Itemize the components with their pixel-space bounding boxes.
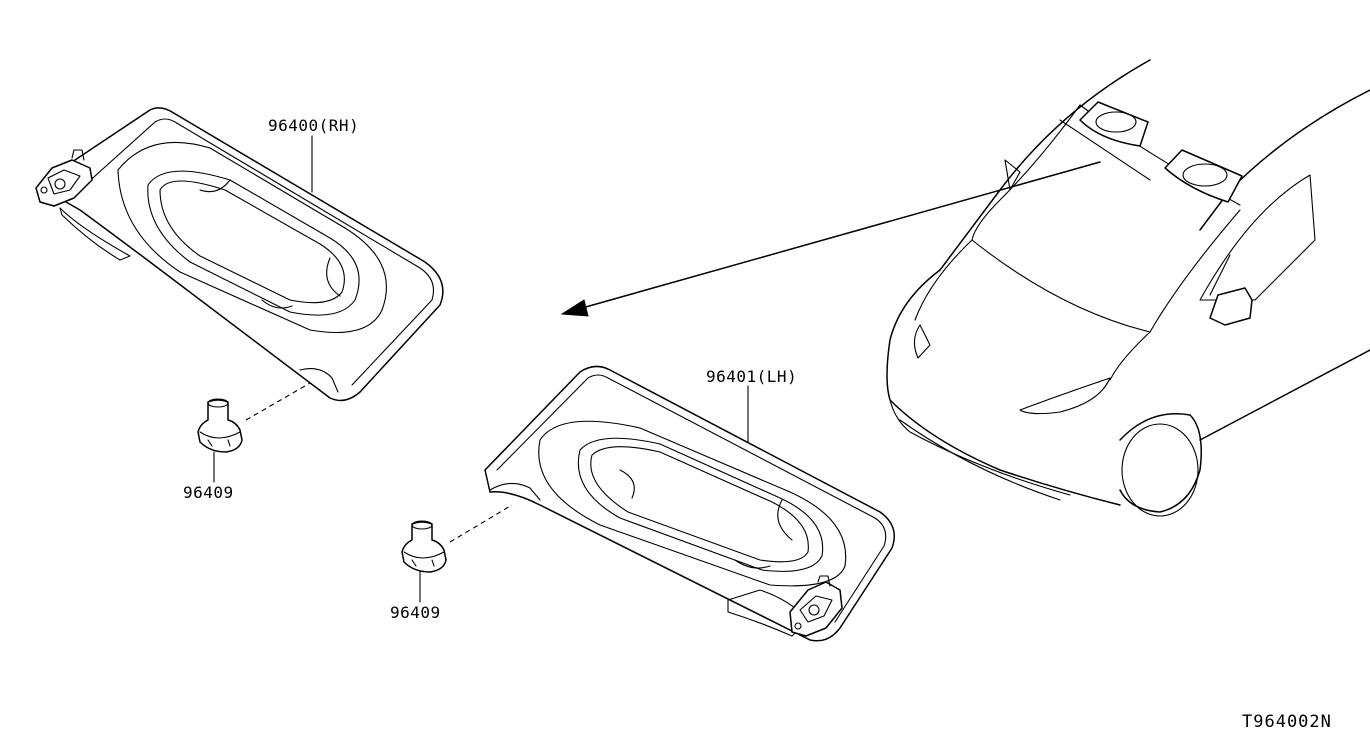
clip-96409-lower: [401, 504, 513, 603]
sun-visor-lh: [484, 365, 895, 642]
sun-visor-rh: [35, 107, 444, 402]
label-visor-rh: 96400(RH): [268, 116, 360, 135]
location-arrow: [560, 161, 1101, 317]
label-visor-lh: 96401(LH): [706, 367, 798, 386]
diagram-id: T964002N: [1242, 712, 1332, 732]
label-clip-lower: 96409: [390, 603, 441, 622]
clip-96409-upper: [197, 382, 311, 483]
label-clip-upper: 96409: [183, 483, 234, 502]
vehicle-illustration: [886, 59, 1370, 517]
